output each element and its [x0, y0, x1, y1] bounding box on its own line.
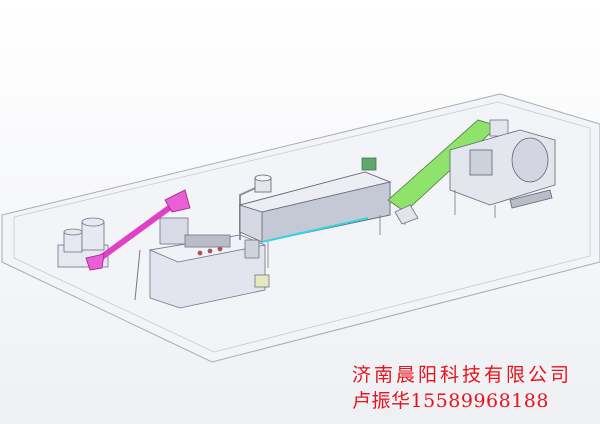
seasoning-machine — [449, 129, 556, 218]
belt-dryer-oven — [238, 157, 392, 268]
phone-number: 15589968188 — [410, 390, 549, 412]
extruder — [148, 217, 270, 309]
inclined-belt-conveyor — [387, 119, 509, 225]
contact-name: 卢振华 — [352, 390, 411, 412]
company-name: 济南晨阳科技有限公司 — [352, 364, 573, 386]
screw-auger-feeder — [85, 189, 191, 301]
contact-line: 卢振华15589968188 — [352, 386, 549, 413]
